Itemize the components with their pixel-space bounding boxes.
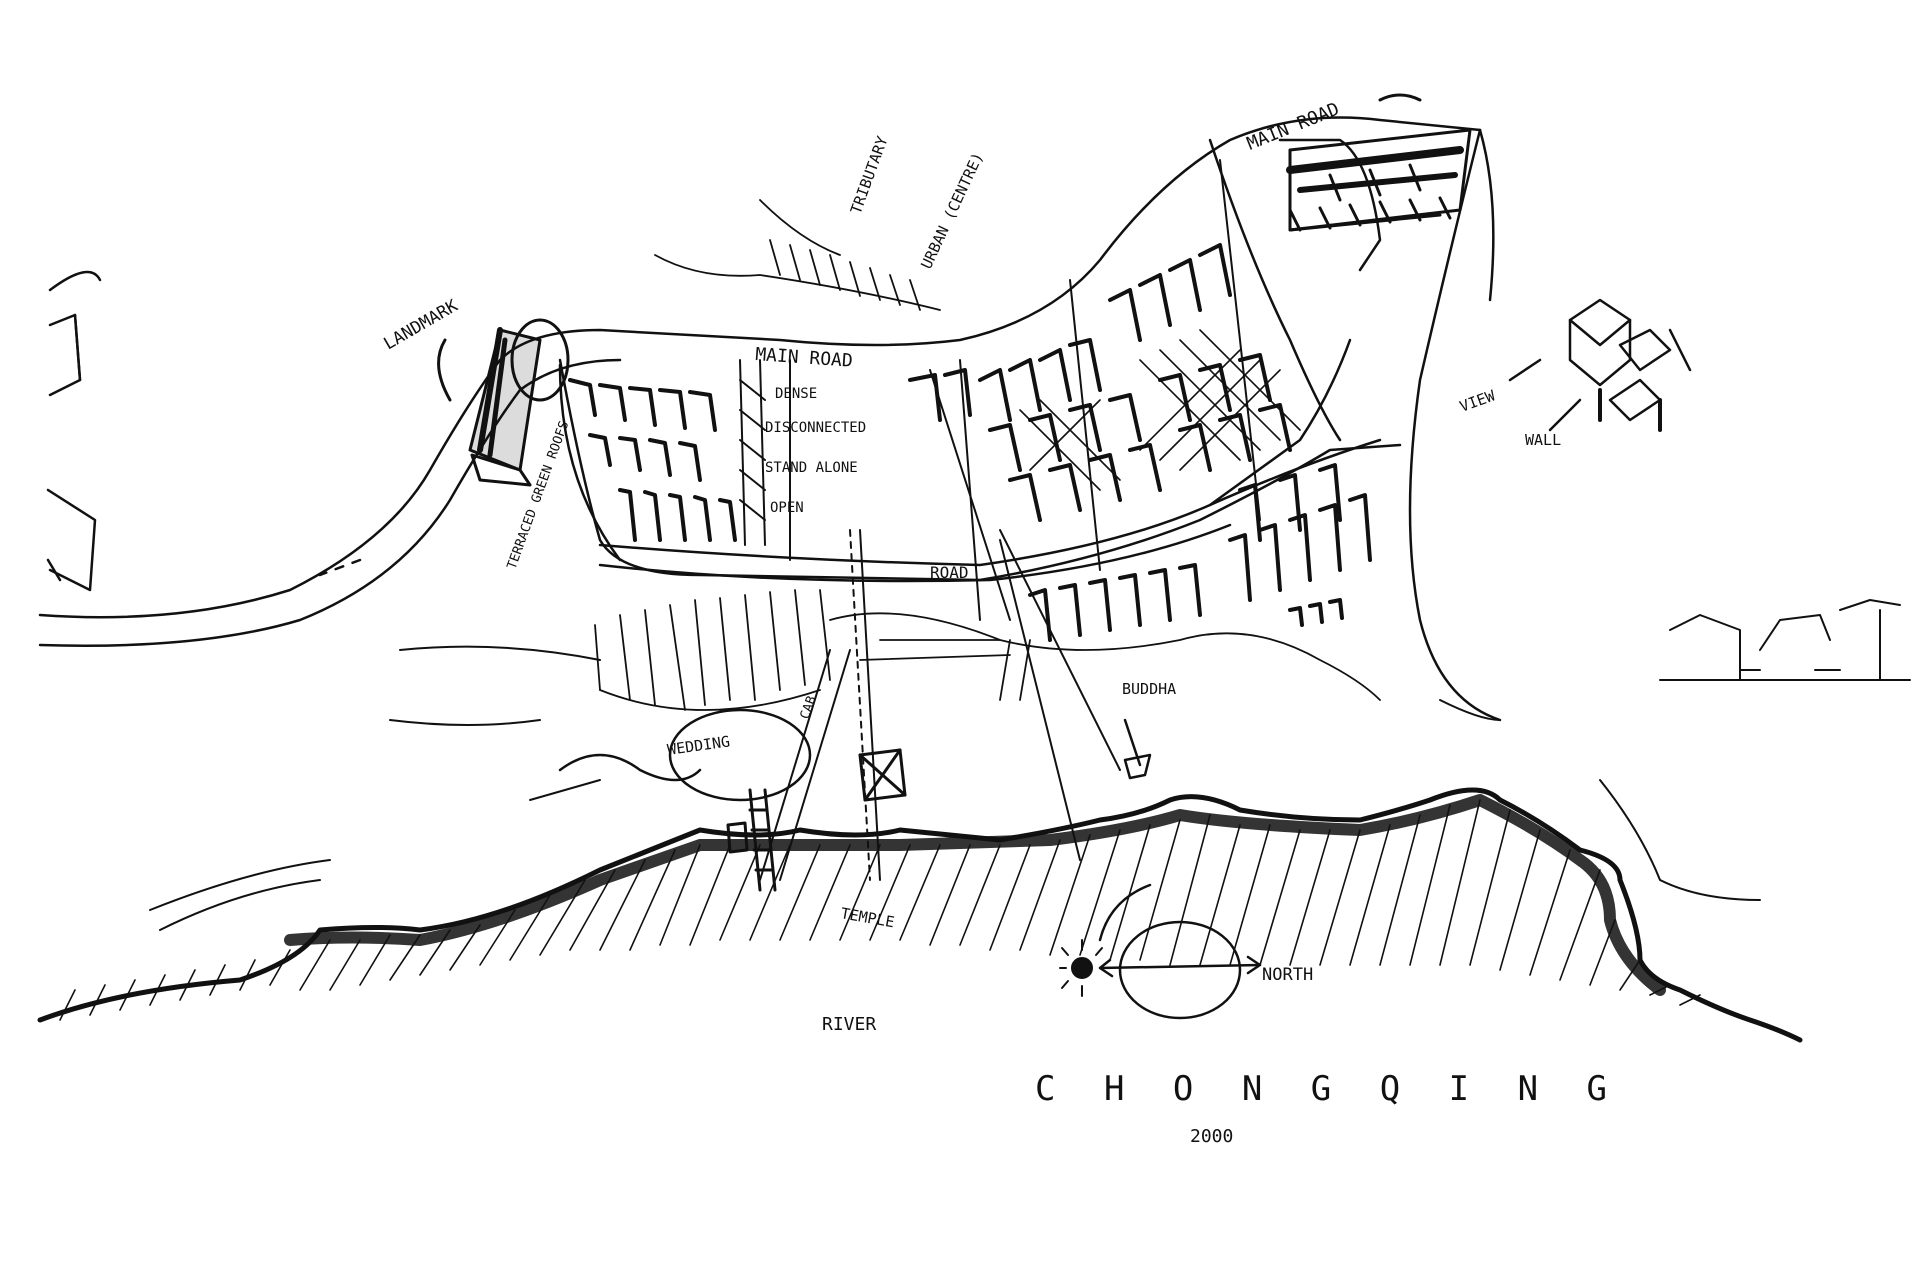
wedding-area bbox=[558, 708, 812, 802]
label-urban-centre: URBAN (CENTRE) bbox=[917, 149, 987, 271]
label-stand-alone: STAND ALONE bbox=[765, 460, 858, 476]
crosshatch-area bbox=[1019, 329, 1301, 491]
label-tributary: TRIBUTARY bbox=[847, 134, 892, 217]
district-grid-lines bbox=[929, 159, 1261, 621]
sketch-title: C H O N G Q I N G bbox=[1035, 1069, 1621, 1109]
urban-centre-blocks bbox=[908, 243, 1292, 522]
riverside-buildings bbox=[1028, 463, 1372, 642]
tributary-hatch bbox=[654, 199, 941, 311]
label-road: ROAD bbox=[930, 563, 969, 582]
mountain-hatching bbox=[59, 799, 1701, 1021]
sketch-year: 2000 bbox=[1190, 1126, 1233, 1147]
label-dense: DENSE bbox=[775, 386, 817, 402]
label-buddha: BUDDHA bbox=[1122, 680, 1176, 698]
label-wall: WALL bbox=[1525, 431, 1561, 449]
temple-building bbox=[858, 748, 907, 802]
label-north: NORTH bbox=[1262, 965, 1313, 985]
label-disconnected: DISCONNECTED bbox=[765, 420, 866, 436]
dense-building-cluster bbox=[568, 378, 737, 542]
label-view: VIEW bbox=[1457, 386, 1498, 416]
terraced-hatch-band bbox=[594, 589, 1381, 711]
view-wall-detail bbox=[1508, 298, 1692, 432]
right-river-bank bbox=[1439, 699, 1761, 901]
landmark-tower bbox=[437, 318, 570, 487]
label-landmark: LANDMARK bbox=[381, 296, 463, 355]
north-compass bbox=[1098, 883, 1262, 1020]
label-cable: CAB bbox=[798, 694, 820, 721]
label-temple: TEMPLE bbox=[839, 904, 895, 931]
district-outline bbox=[558, 128, 1502, 722]
left-building-fragment bbox=[46, 270, 102, 592]
elevation-sketch bbox=[1659, 599, 1911, 681]
sun-icon bbox=[1059, 939, 1103, 997]
label-main-road-center: MAIN ROAD bbox=[755, 344, 854, 372]
label-open: OPEN bbox=[770, 500, 804, 516]
top-right-block bbox=[1286, 93, 1472, 232]
river-lines bbox=[149, 645, 601, 931]
mountain-range bbox=[37, 787, 1803, 1043]
buddha-marker bbox=[1123, 718, 1152, 780]
label-river: RIVER bbox=[822, 1014, 876, 1035]
cable-car-lines bbox=[759, 529, 1121, 881]
hatched-divider bbox=[739, 359, 791, 561]
